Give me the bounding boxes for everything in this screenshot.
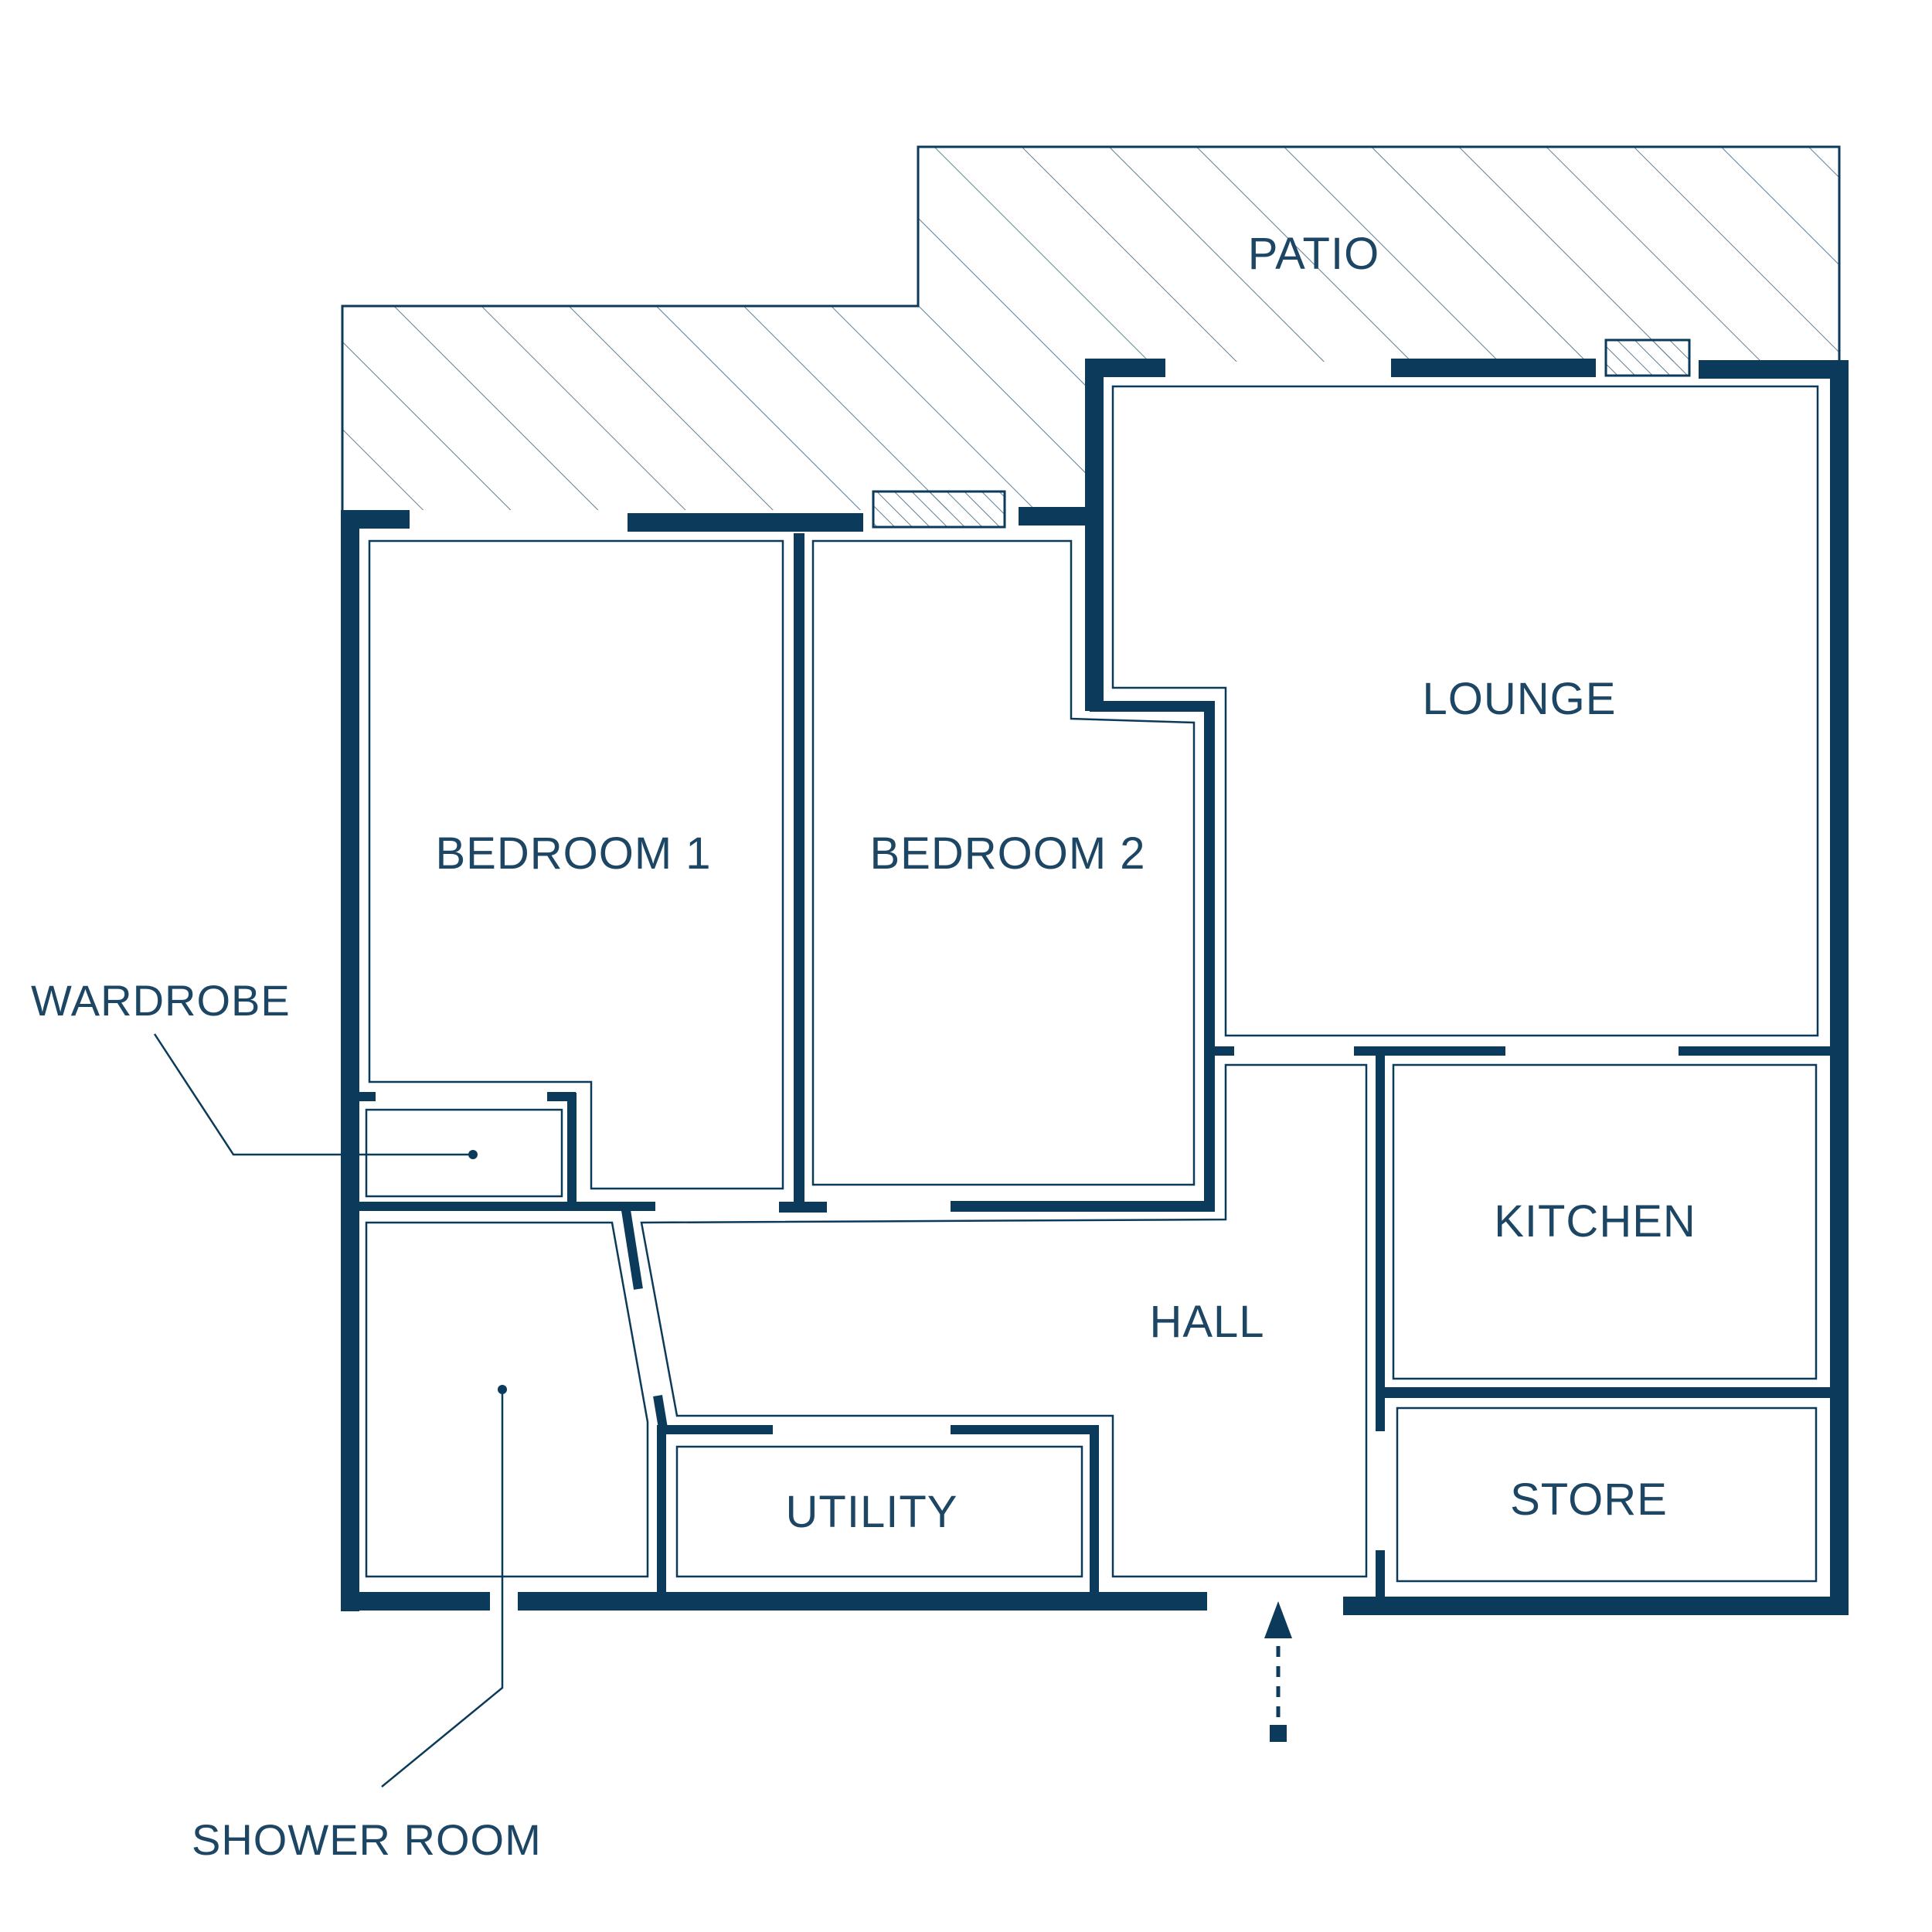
kitchen-outline — [1392, 1063, 1818, 1380]
window-sill-lounge — [1604, 338, 1691, 377]
bedroom1-outline — [368, 539, 784, 1190]
wardrobe-label: WARDROBE — [31, 976, 291, 1025]
store-label: STORE — [1510, 1475, 1668, 1525]
utility-label: UTILITY — [786, 1487, 958, 1537]
patio-area — [341, 145, 1841, 510]
bedroom2-label: BEDROOM 2 — [869, 828, 1145, 879]
kitchen-label: KITCHEN — [1494, 1196, 1696, 1247]
shower-outline — [365, 1221, 649, 1578]
shower-room-leader — [381, 1385, 507, 1787]
wardrobe-outline — [365, 1108, 563, 1198]
hall-outline — [640, 1063, 1368, 1578]
lounge-label: LOUNGE — [1423, 674, 1617, 724]
lounge-outline — [1111, 385, 1819, 1037]
bedroom1-label: BEDROOM 1 — [435, 828, 711, 879]
inner-outlines — [365, 385, 1819, 1583]
wardrobe-leader — [153, 1033, 478, 1159]
patio-label: PATIO — [1248, 229, 1379, 279]
store-outline — [1396, 1406, 1818, 1583]
bedroom2-outline — [811, 539, 1196, 1186]
walls — [341, 359, 1849, 1615]
window-sill-bedroom — [872, 490, 1006, 529]
entrance-arrow-icon — [1264, 1601, 1292, 1742]
hall-label: HALL — [1149, 1297, 1264, 1347]
utility-outline — [675, 1445, 1083, 1578]
shower-room-label: SHOWER ROOM — [192, 1815, 542, 1864]
